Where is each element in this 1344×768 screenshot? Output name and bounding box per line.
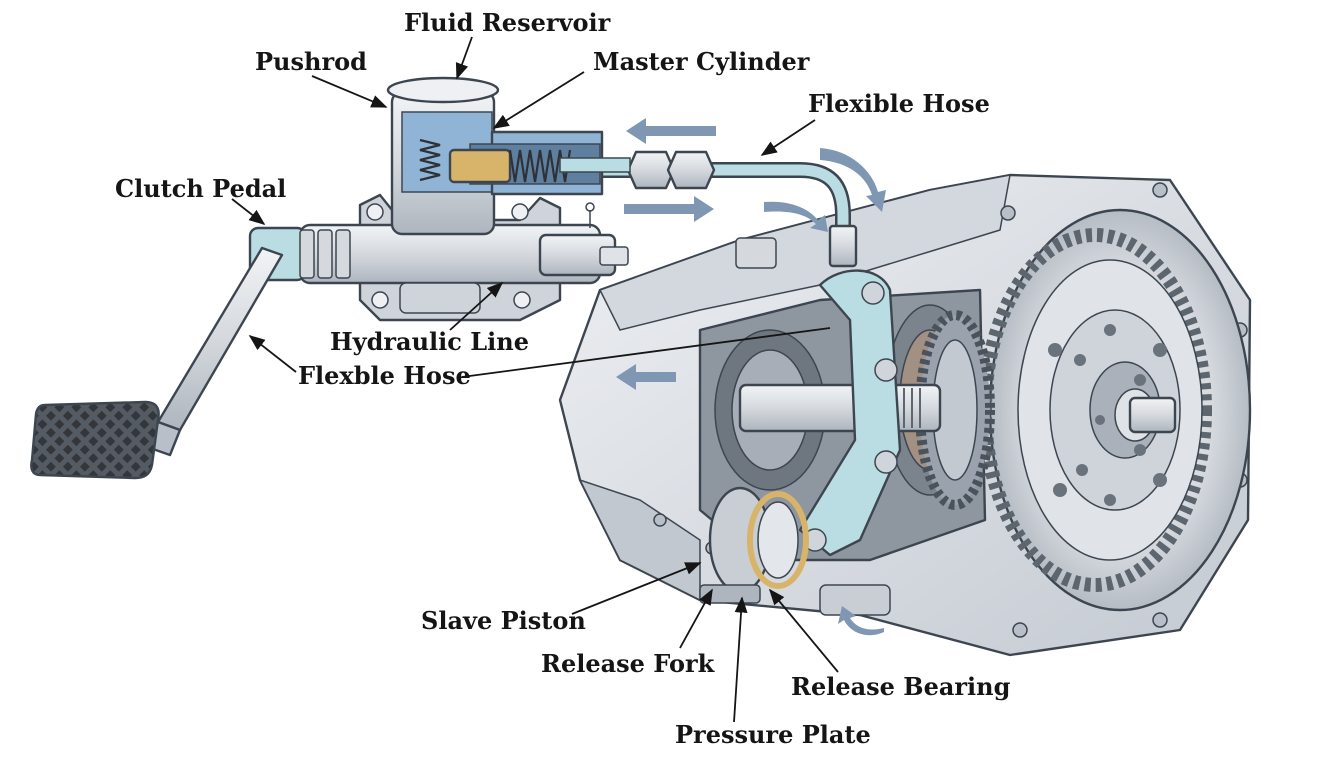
leader-clutch-pedal — [231, 198, 266, 225]
label-hydraulic-line: Hydraulic Line — [330, 327, 529, 356]
leader-pushrod — [311, 75, 388, 108]
leader-release-bearing — [768, 588, 839, 673]
label-fluid-reservoir: Fluid Reservoir — [404, 8, 611, 37]
leader-release-fork — [679, 588, 713, 649]
label-flexible-hose-top: Flexible Hose — [808, 89, 990, 118]
flexible-hose — [592, 150, 858, 268]
leader-pressure-plate — [733, 596, 748, 723]
leader-hydraulic-line — [449, 281, 504, 331]
pressure-plate-gear — [915, 310, 995, 510]
leader-flexible-hose-housing — [461, 327, 831, 378]
label-clutch-pedal: Clutch Pedal — [115, 174, 286, 203]
master-cylinder-assembly — [248, 76, 631, 322]
label-flexible-hose-mid: Flexble Hose — [298, 361, 471, 390]
leader-lines — [231, 36, 839, 723]
label-release-bearing: Release Bearing — [791, 672, 1011, 701]
label-pressure-plate: Pressure Plate — [675, 720, 871, 749]
label-pushrod: Pushrod — [255, 47, 367, 76]
leader-flexible-hose-pedal — [248, 335, 297, 373]
flywheel — [978, 208, 1252, 612]
label-master-cylinder: Master Cylinder — [593, 47, 810, 76]
label-release-fork: Release Fork — [541, 649, 716, 678]
flow-arrows — [616, 118, 886, 636]
leader-slave-piston — [571, 562, 702, 615]
label-slave-piston: Slave Piston — [421, 606, 586, 635]
leader-master-cylinder — [492, 71, 585, 129]
slave-cylinder — [699, 486, 809, 604]
labels: Fluid Reservoir Pushrod Master Cylinder … — [115, 8, 1011, 749]
leader-flexible-hose-top — [760, 119, 816, 156]
clutch-pedal — [30, 246, 284, 480]
leader-fluid-reservoir — [455, 36, 473, 80]
release-fork — [798, 269, 902, 557]
